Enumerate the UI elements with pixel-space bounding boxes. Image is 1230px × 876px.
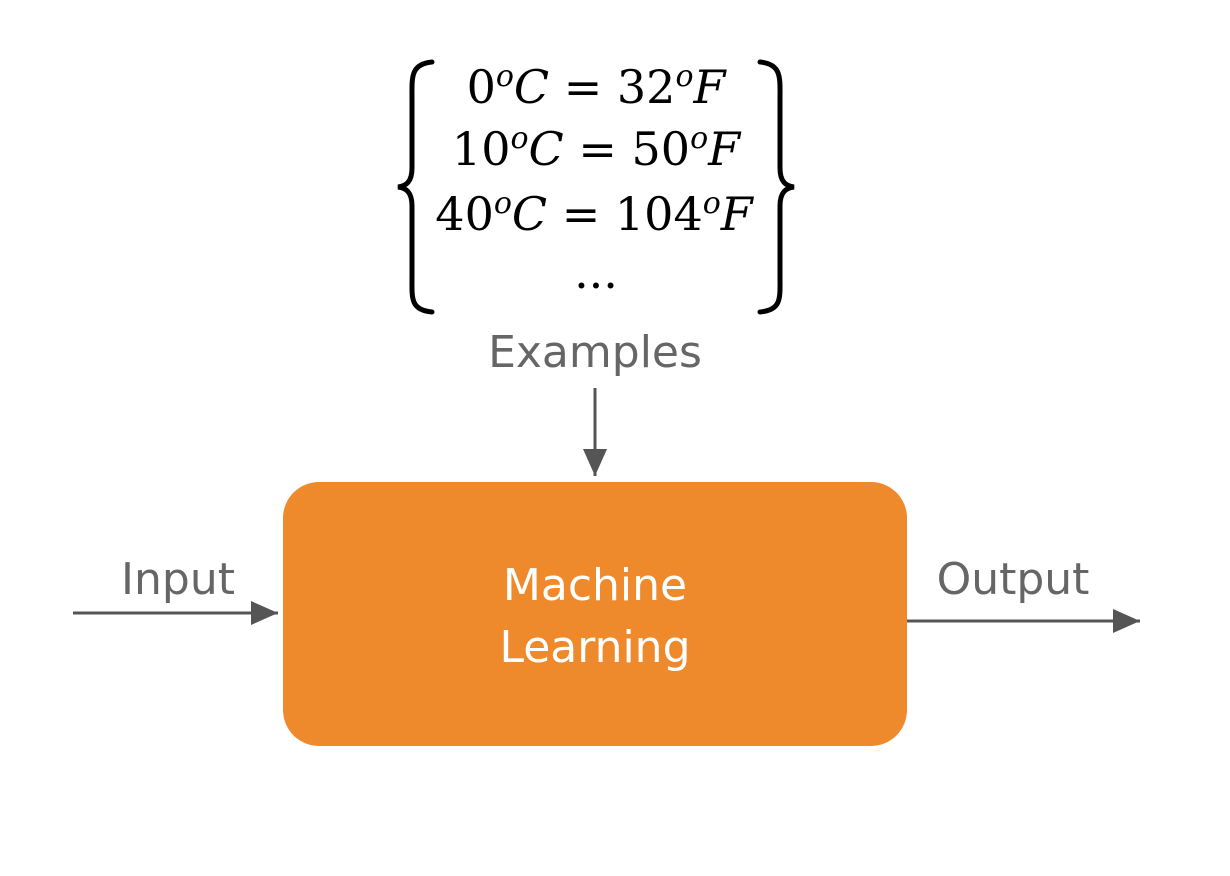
examples-label: Examples: [488, 327, 702, 378]
example-equation-2: 10oC = 50oF: [452, 121, 742, 176]
box-label-line-2: Learning: [499, 622, 690, 673]
left-brace: [397, 59, 435, 315]
right-brace: [757, 59, 795, 315]
input-label: Input: [121, 554, 235, 605]
output-label: Output: [937, 554, 1090, 605]
machine-learning-box: [283, 482, 907, 746]
example-equation-1: 0oC = 32oF: [467, 59, 728, 114]
box-label-line-1: Machine: [503, 560, 687, 611]
example-ellipsis: ...: [574, 245, 618, 299]
example-equation-3: 40oC = 104oF: [435, 186, 754, 241]
